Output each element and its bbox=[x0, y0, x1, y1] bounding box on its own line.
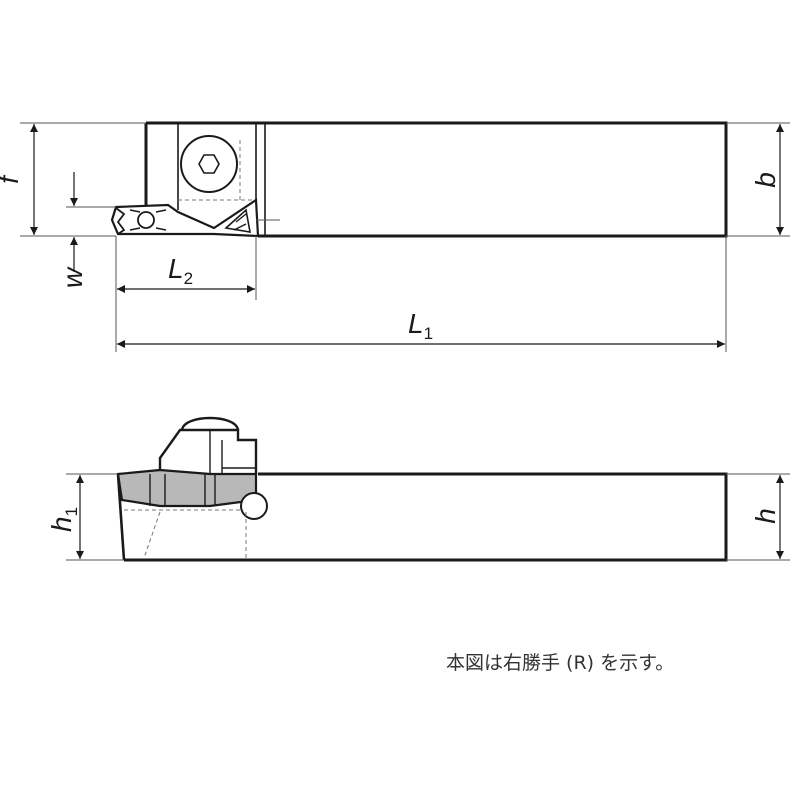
label-h: h bbox=[750, 508, 781, 524]
hand-note: 本図は右勝手 (R) を示す。 bbox=[446, 652, 675, 674]
clamp-screw-icon bbox=[180, 135, 238, 193]
label-L1: L bbox=[408, 308, 424, 339]
label-L1-sub: 1 bbox=[424, 324, 433, 343]
svg-text:h1: h1 bbox=[46, 507, 81, 532]
label-f: f bbox=[0, 173, 24, 184]
label-w: w bbox=[57, 266, 88, 288]
label-L2-sub: 2 bbox=[184, 269, 193, 288]
clamp-screw-head bbox=[180, 416, 240, 431]
hex-socket-icon bbox=[198, 154, 220, 174]
insert-side bbox=[116, 468, 258, 508]
side-view: h1 h bbox=[46, 416, 790, 562]
top-view: f w b L2 L1 bbox=[0, 121, 790, 352]
svg-text:L2: L2 bbox=[168, 253, 193, 288]
label-h1: h bbox=[46, 516, 77, 532]
shank-side-outline bbox=[124, 472, 728, 562]
svg-text:L1: L1 bbox=[408, 308, 433, 343]
shank-top-outline bbox=[144, 121, 728, 238]
label-b: b bbox=[750, 172, 781, 188]
pin-icon bbox=[240, 492, 268, 520]
label-L2: L bbox=[168, 253, 184, 284]
label-h1-sub: 1 bbox=[62, 507, 81, 516]
